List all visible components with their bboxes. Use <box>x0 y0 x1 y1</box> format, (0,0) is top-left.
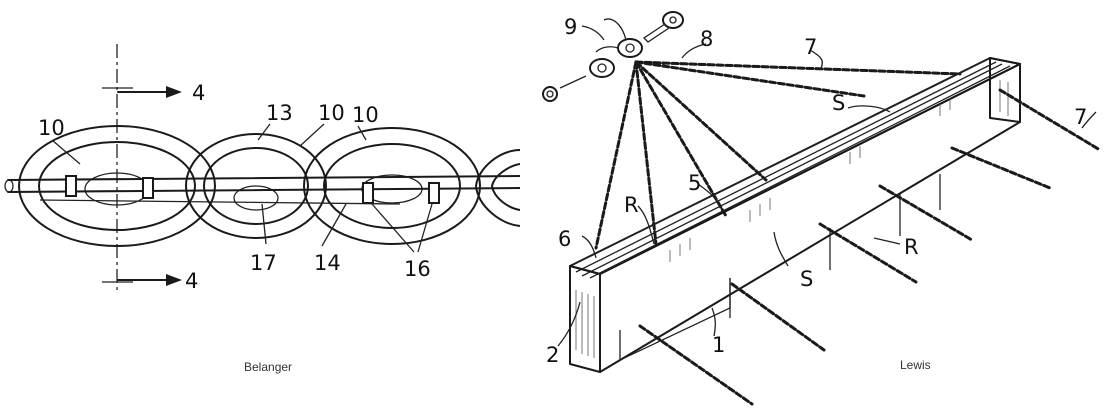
section-arrow-bottom <box>117 274 182 286</box>
caption-lewis: Lewis <box>900 358 931 372</box>
label-8: 8 <box>700 27 713 51</box>
rod-14 <box>4 175 520 205</box>
protruding-ropes <box>638 88 1102 406</box>
label-6: 6 <box>558 227 571 251</box>
leader-lines-lewis <box>557 25 1097 347</box>
label-S-bottom: S <box>800 267 813 291</box>
belanger-drawing: 10 13 10 10 4 4 17 14 16 Belanger <box>4 44 520 374</box>
lewis-figure: 9 8 7 7 S S 5 R R 6 2 1 Lewis <box>520 0 1112 410</box>
link-ring-3 <box>303 127 481 245</box>
link-ring-1 <box>18 125 216 247</box>
label-R-right: R <box>904 235 919 259</box>
link-ring-4-inner <box>491 163 520 211</box>
label-4-top: 4 <box>192 81 205 105</box>
slings <box>594 60 962 250</box>
link-ring-2-inner <box>203 147 309 225</box>
label-10-left: 10 <box>38 116 65 140</box>
label-7-right: 7 <box>1074 105 1087 129</box>
caption-belanger: Belanger <box>244 360 292 374</box>
link-ring-3-inner <box>323 143 461 229</box>
link-ring-2 <box>185 133 327 239</box>
label-R-left: R <box>624 193 639 217</box>
section-arrow-top <box>117 86 182 98</box>
label-10-middle: 10 <box>318 101 345 125</box>
label-4-bottom: 4 <box>185 269 198 293</box>
label-9: 9 <box>564 15 577 39</box>
link-ring-1-inner <box>38 141 196 231</box>
link-ring-4 <box>475 149 520 227</box>
rod-9 <box>603 18 627 41</box>
label-14: 14 <box>314 251 341 275</box>
label-13: 13 <box>266 101 293 125</box>
label-S-top: S <box>832 91 845 115</box>
label-1: 1 <box>712 333 725 357</box>
label-5: 5 <box>688 171 701 195</box>
label-16: 16 <box>404 257 431 281</box>
pallet <box>569 57 1021 373</box>
chain-links <box>18 125 520 247</box>
lewis-drawing: 9 8 7 7 S S 5 R R 6 2 1 Lewis <box>542 11 1102 406</box>
clamps-16 <box>65 175 440 204</box>
label-10-right: 10 <box>352 103 379 127</box>
leader-lines <box>51 123 433 253</box>
label-17: 17 <box>250 251 277 275</box>
belanger-figure: 10 13 10 10 4 4 17 14 16 Belanger <box>0 0 520 410</box>
label-2: 2 <box>546 343 559 367</box>
label-7-top: 7 <box>804 35 817 59</box>
